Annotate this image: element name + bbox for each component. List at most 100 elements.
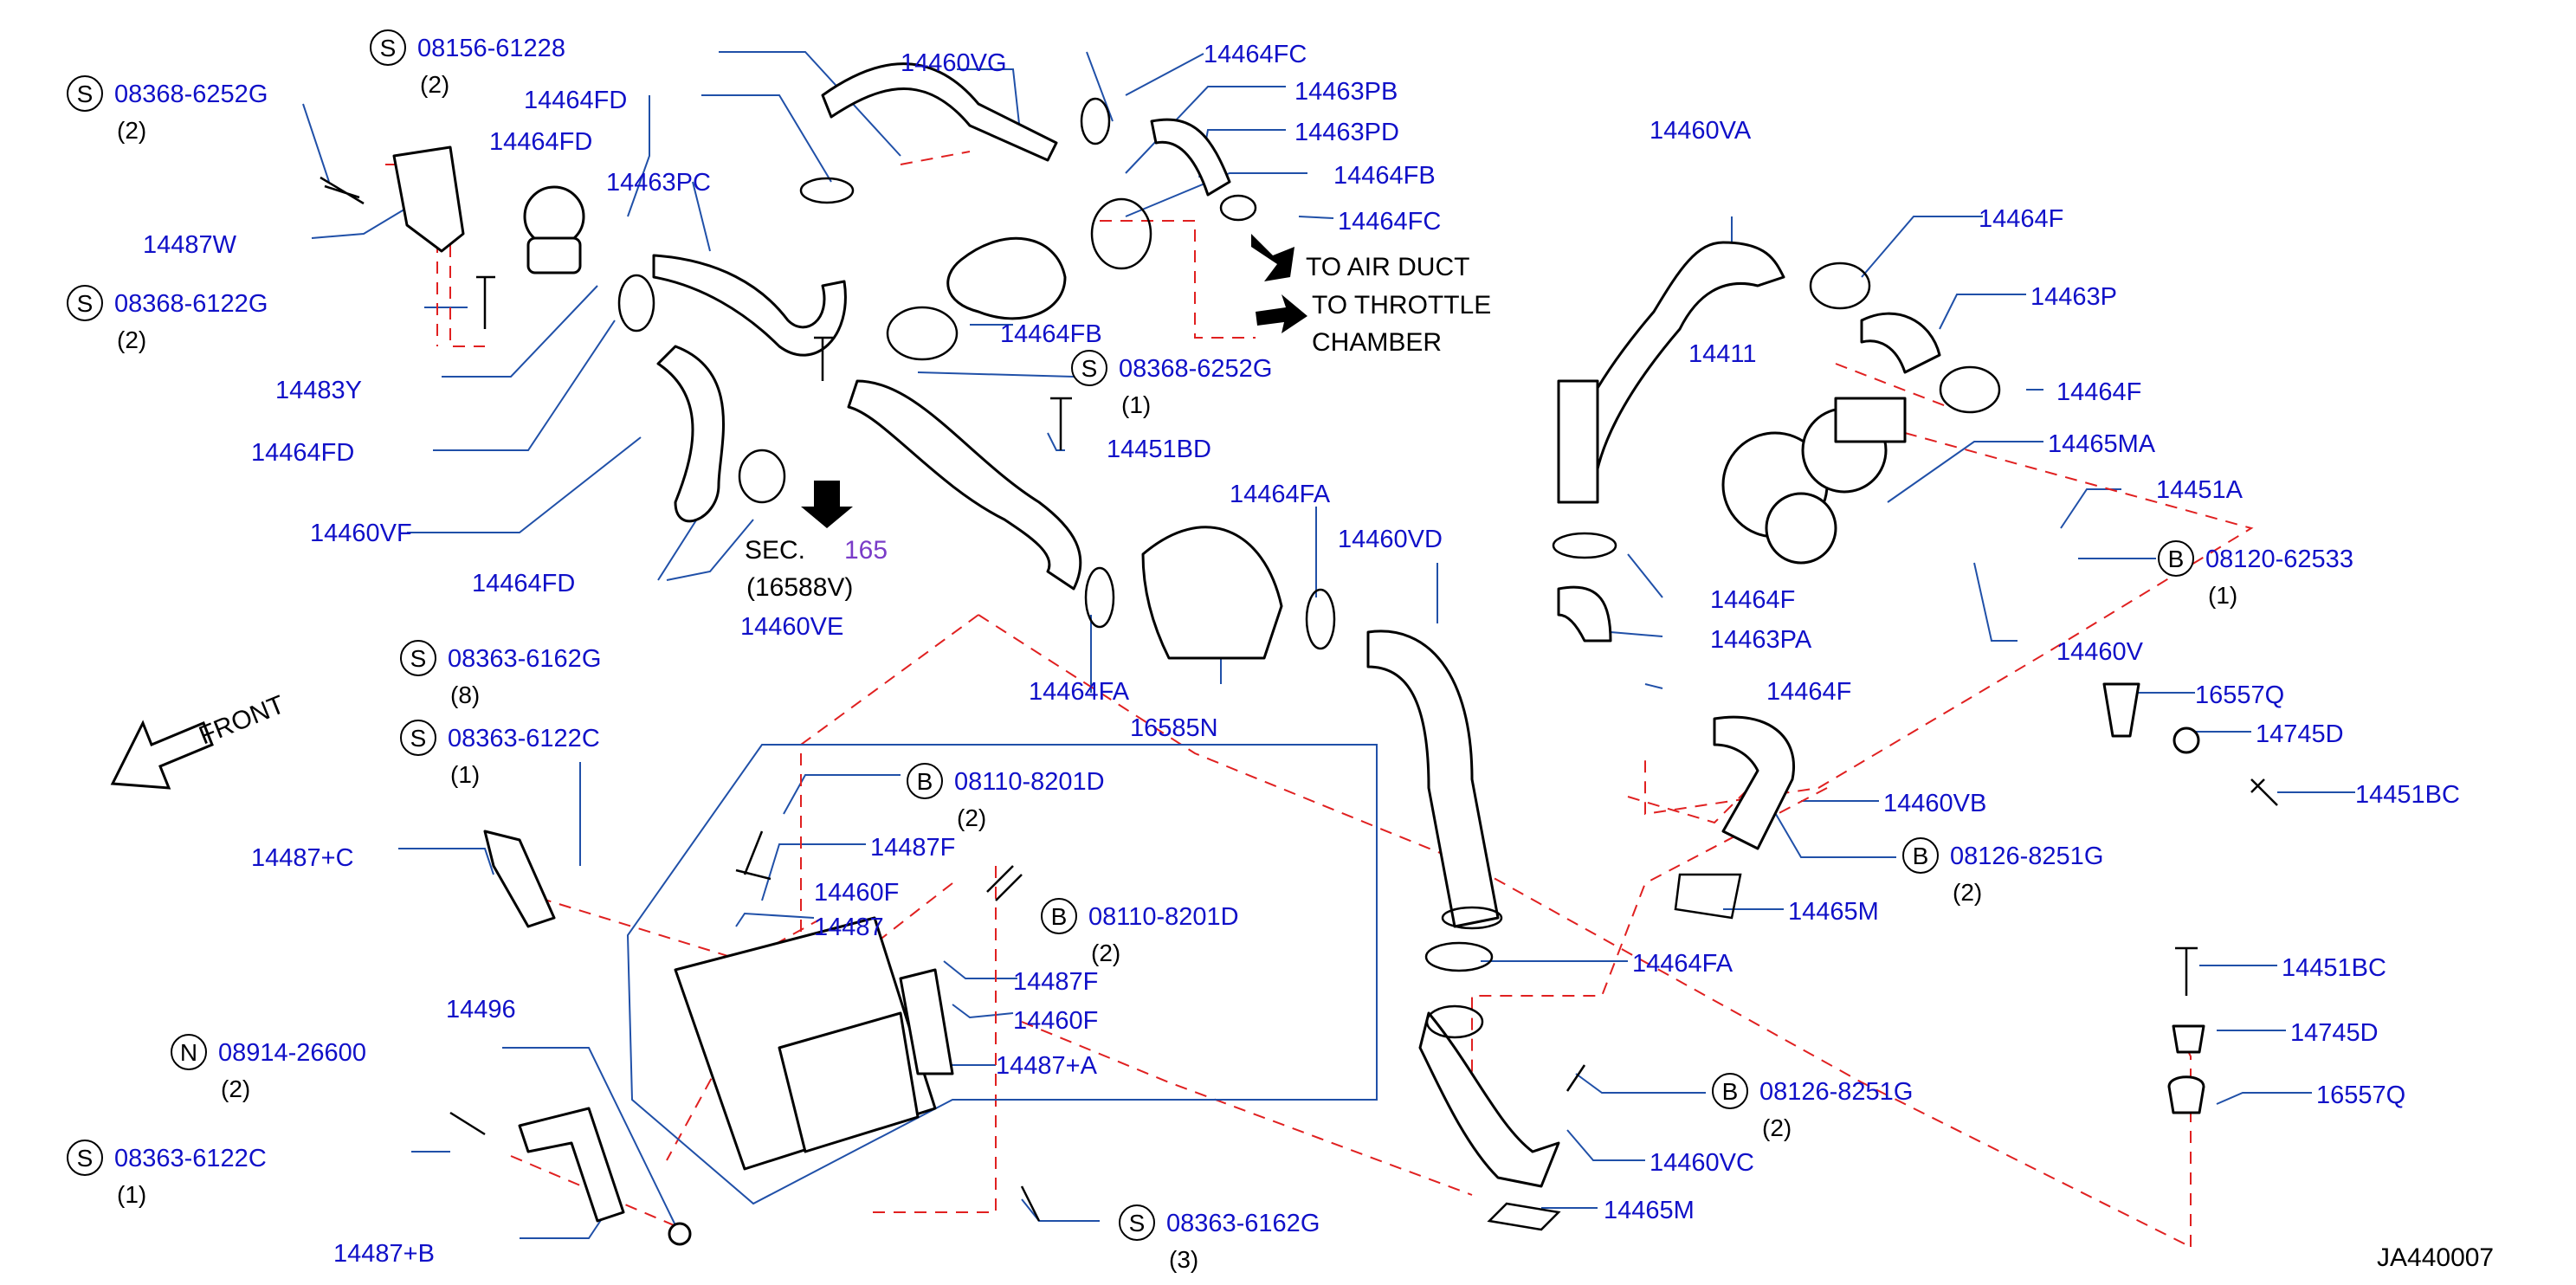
part-label-p14460VC[interactable]: 14460VC (1650, 1149, 1754, 1177)
part-label-p14460VG[interactable]: 14460VG (901, 49, 1007, 77)
part-label-p14464FD_a[interactable]: 14464FD (524, 87, 627, 114)
part-label-p14464FA_b[interactable]: 14464FA (1029, 678, 1130, 706)
part-label-p14487B[interactable]: 14487+B (333, 1240, 435, 1268)
part-label-p14464F_c[interactable]: 14464F (1710, 586, 1795, 614)
part-label-p14464FB_b[interactable]: 14464FB (1000, 320, 1102, 348)
part-label-p14464FD_b[interactable]: 14464FD (489, 128, 592, 156)
spec-circle-icon (171, 1034, 207, 1070)
down-arrow-icon (801, 481, 853, 528)
part-label-p14745D_b[interactable]: 14745D (2290, 1019, 2379, 1047)
part-label-p14460VF[interactable]: 14460VF (310, 520, 412, 547)
part-label-p14487F_b[interactable]: 14487F (1013, 968, 1098, 996)
part-label-p14745D_a[interactable]: 14745D (2256, 720, 2344, 748)
part-quantity: (8) (450, 681, 480, 708)
part-label-p14487A[interactable]: 14487+A (996, 1052, 1098, 1080)
part-label-p14464FA_c[interactable]: 14464FA (1632, 950, 1733, 978)
part-label-p14464FD_d[interactable]: 14464FD (472, 570, 575, 597)
front-label: FRONT (195, 690, 288, 750)
part-label-p14460VD[interactable]: 14460VD (1338, 526, 1443, 553)
part-number: 08110-8201D (1088, 903, 1239, 931)
part-label-p14460VE[interactable]: 14460VE (740, 613, 843, 641)
part-number: 14464FB (1333, 162, 1436, 190)
part-label-p14460VA[interactable]: 14460VA (1650, 117, 1752, 145)
part-label-p14463PD[interactable]: 14463PD (1294, 119, 1399, 146)
part-label-b3[interactable]: B 08120-62533 (1) (2158, 540, 2353, 609)
part-number: 14464F (2056, 378, 2141, 406)
part-number: 14460V (2056, 638, 2144, 666)
spec-circle-icon (1041, 898, 1077, 934)
part-number: 14464FC (1338, 208, 1441, 236)
part-label-p14496[interactable]: 14496 (446, 996, 516, 1023)
part-number: 08126-8251G (1759, 1078, 1913, 1106)
part-number: 14463PB (1294, 78, 1398, 106)
part-label-p14451BC_a[interactable]: 14451BC (2355, 781, 2460, 809)
part-label-p14460F_a[interactable]: 14460F (814, 879, 899, 907)
part-label-p14451BC_b[interactable]: 14451BC (2282, 954, 2386, 982)
part-label-p14464F_a[interactable]: 14464F (1979, 205, 2063, 233)
part-label-p14463PB[interactable]: 14463PB (1294, 78, 1398, 106)
spec-prefix: S (77, 81, 94, 107)
part-label-p14411[interactable]: 14411 (1688, 340, 1757, 368)
spec-prefix: B (1051, 903, 1068, 930)
part-label-p14451BD[interactable]: 14451BD (1107, 436, 1211, 463)
part-label-p14463PA[interactable]: 14463PA (1710, 626, 1812, 654)
part-quantity: (2) (117, 326, 146, 353)
part-label-p14487C[interactable]: 14487+C (251, 844, 354, 872)
part-number: 14464F (1766, 678, 1851, 706)
spec-prefix: B (917, 768, 933, 795)
part-number: 14745D (2290, 1019, 2379, 1047)
part-label-p14465MA[interactable]: 14465MA (2048, 430, 2156, 458)
part-number: 14460VD (1338, 526, 1443, 553)
part-number: 14464FD (251, 439, 354, 467)
part-number: 08363-6122C (448, 725, 600, 752)
part-quantity: (1) (2208, 582, 2237, 609)
part-label-p14460VB[interactable]: 14460VB (1883, 790, 1986, 817)
part-label-p14487W[interactable]: 14487W (143, 231, 237, 259)
part-label-p14463P[interactable]: 14463P (2030, 283, 2117, 311)
part-label-p16585N[interactable]: 16585N (1130, 714, 1218, 742)
part-label-p14464FD_c[interactable]: 14464FD (251, 439, 354, 467)
part-number: 08120-62533 (2205, 546, 2353, 573)
part-label-p14463PC[interactable]: 14463PC (606, 169, 711, 197)
spec-prefix: B (2168, 546, 2185, 572)
part-number: 14460VE (740, 613, 843, 641)
part-number: 16585N (1130, 714, 1218, 742)
part-number: 14460VB (1883, 790, 1986, 817)
part-label-p14464F_b[interactable]: 14464F (2056, 378, 2141, 406)
part-number: 08368-6122G (114, 290, 268, 318)
part-label-p14464F_d[interactable]: 14464F (1766, 678, 1851, 706)
spec-circle-icon (67, 75, 103, 112)
part-label-p14465M_b[interactable]: 14465M (1604, 1197, 1695, 1224)
part-label-p14483Y[interactable]: 14483Y (275, 377, 362, 404)
part-label-p14464FB_a[interactable]: 14464FB (1333, 162, 1436, 190)
part-label-p14464FC_b[interactable]: 14464FC (1338, 208, 1441, 236)
part-label-p14487[interactable]: 14487 (814, 914, 884, 941)
part-label-p14460F_b[interactable]: 14460F (1013, 1007, 1098, 1035)
part-number: 14464FD (472, 570, 575, 597)
part-label-p14451A[interactable]: 14451A (2156, 476, 2244, 504)
part-label-p14464FA_a[interactable]: 14464FA (1230, 481, 1331, 508)
part-label-p16557Q_a[interactable]: 16557Q (2195, 681, 2284, 709)
part-label-p14487F_a[interactable]: 14487F (870, 834, 955, 862)
part-label-p16557Q_b[interactable]: 16557Q (2316, 1082, 2405, 1109)
part-number: 08156-61228 (417, 35, 565, 62)
part-number: 14463PA (1710, 626, 1812, 654)
part-number: 14487+A (996, 1052, 1098, 1080)
part-label-p14465M_a[interactable]: 14465M (1788, 898, 1879, 926)
part-number: 14460VC (1650, 1149, 1754, 1177)
part-label-p14464FC_a[interactable]: 14464FC (1204, 41, 1307, 68)
part-label-p14460V[interactable]: 14460V (2056, 638, 2144, 666)
